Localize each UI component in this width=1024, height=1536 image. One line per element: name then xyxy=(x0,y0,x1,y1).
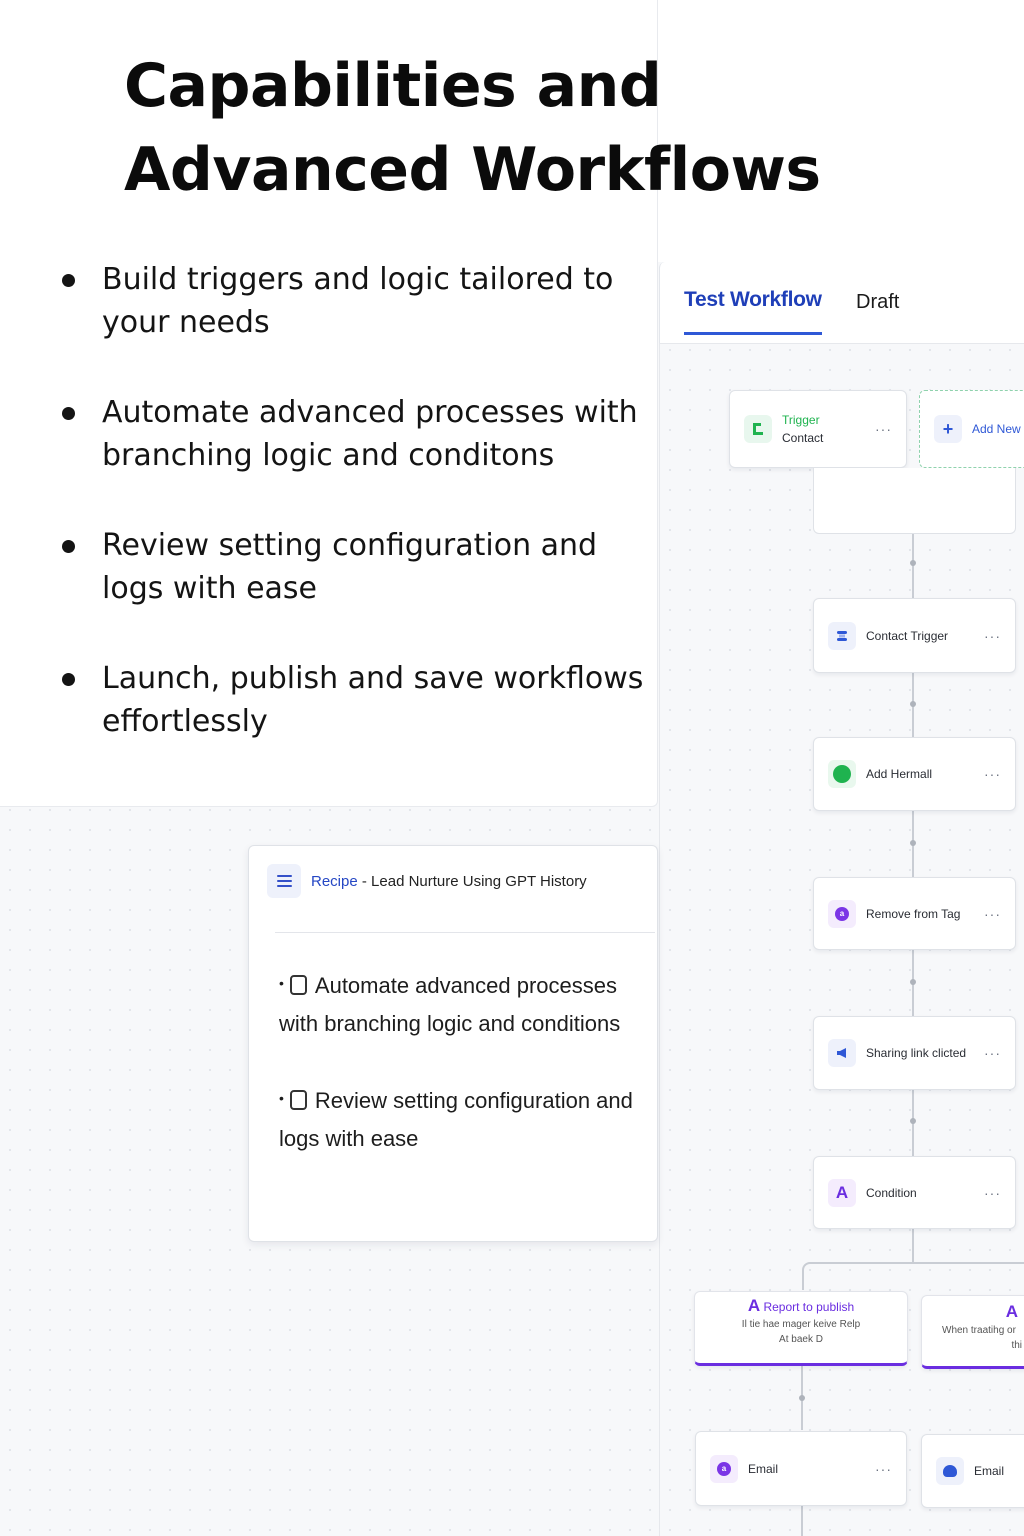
email-icon: a xyxy=(710,1454,738,1483)
condition-icon: A xyxy=(828,1178,856,1207)
more-icon[interactable]: ··· xyxy=(984,905,1001,922)
branch-desc: Il tie hae mager keive Relp xyxy=(741,1319,861,1330)
workflow-canvas[interactable] xyxy=(659,344,1024,1536)
recipe-item: •Automate advanced processes with branch… xyxy=(279,973,621,1036)
node-label: Condition xyxy=(866,1185,917,1200)
node-email-2[interactable]: Email xyxy=(921,1434,1024,1508)
condition-icon: A xyxy=(1005,1302,1018,1321)
page-title: Capabilities and Advanced Workflows xyxy=(124,51,821,205)
recipe-title: Recipe - Lead Nurture Using GPT History xyxy=(311,872,587,890)
bullet-dot xyxy=(62,540,75,553)
bullet-dot xyxy=(62,274,75,287)
megaphone-icon xyxy=(828,1039,856,1067)
plus-icon: + xyxy=(934,415,962,443)
feature-item: Launch, publish and save workflows effor… xyxy=(60,657,650,743)
branch-desc: When traatihg or xyxy=(942,1325,1016,1336)
tab-test-workflow[interactable]: Test Workflow xyxy=(684,288,822,335)
connector-dot xyxy=(910,840,916,846)
trigger-container xyxy=(813,468,1016,534)
connector-dot xyxy=(910,1118,916,1124)
recipe-header: Recipe - Lead Nurture Using GPT History xyxy=(267,864,587,898)
divider xyxy=(275,932,655,933)
recipe-card[interactable]: Recipe - Lead Nurture Using GPT History … xyxy=(248,845,658,1242)
list-icon xyxy=(267,864,301,898)
document-icon xyxy=(289,1090,307,1110)
bullet-dot xyxy=(62,673,75,686)
node-add-hermall[interactable]: Add Hermall ··· xyxy=(813,737,1016,811)
branch-card-when[interactable]: A When traatihg or thi xyxy=(921,1295,1024,1369)
connector xyxy=(801,1506,803,1536)
node-contact-trigger[interactable]: Contact Trigger ··· xyxy=(813,598,1016,673)
recipe-list: •Automate advanced processes with branch… xyxy=(279,964,649,1194)
node-condition[interactable]: A Condition ··· xyxy=(813,1156,1016,1229)
connector-dot xyxy=(910,560,916,566)
add-new-button[interactable]: + Add New xyxy=(919,390,1024,468)
node-label: Add Hermall xyxy=(866,767,933,781)
tab-draft[interactable]: Draft xyxy=(856,291,900,313)
node-label: Remove from Tag xyxy=(866,906,961,921)
trigger-text: Trigger Contact xyxy=(782,413,875,445)
workflow-header: Test Workflow Draft xyxy=(659,262,1024,344)
more-icon[interactable]: ··· xyxy=(984,766,1001,782)
branch-line xyxy=(802,1262,1024,1290)
connector xyxy=(912,1229,914,1263)
connector-dot xyxy=(799,1395,805,1401)
node-label: Email xyxy=(748,1461,779,1476)
connector-dot xyxy=(910,979,916,985)
branch-card-report[interactable]: A Report to publish Il tie hae mager kei… xyxy=(694,1291,908,1366)
node-label: Sharing link clicted xyxy=(866,1046,967,1060)
more-icon[interactable]: ··· xyxy=(984,1045,1001,1061)
add-new-label: Add New xyxy=(972,422,1021,436)
trigger-subtitle: Contact xyxy=(782,431,824,445)
branch-desc: At baek D xyxy=(779,1334,823,1345)
feature-item: Build triggers and logic tailored to you… xyxy=(60,258,650,344)
contact-trigger-icon xyxy=(828,621,856,650)
trigger-node[interactable]: Trigger Contact ··· xyxy=(729,390,907,468)
feature-item: Automate advanced processes with branchi… xyxy=(60,391,650,477)
tag-icon: a xyxy=(828,899,856,928)
more-icon[interactable]: ··· xyxy=(875,421,892,437)
node-remove-from-tag[interactable]: a Remove from Tag ··· xyxy=(813,877,1016,950)
hero-panel xyxy=(0,0,658,807)
condition-icon: A xyxy=(747,1296,761,1315)
recipe-item: •Review setting configuration and logs w… xyxy=(279,1088,633,1151)
branch-title: A xyxy=(922,1302,1024,1322)
trigger-icon xyxy=(744,415,772,443)
connector xyxy=(912,534,914,598)
document-icon xyxy=(289,975,307,995)
node-sharing-link-clicked[interactable]: Sharing link clicted ··· xyxy=(813,1016,1016,1090)
more-icon[interactable]: ··· xyxy=(875,1460,892,1477)
more-icon[interactable]: ··· xyxy=(984,1184,1001,1201)
trigger-title: Trigger xyxy=(782,413,820,427)
node-email[interactable]: a Email ··· xyxy=(695,1431,907,1506)
branch-desc: thi xyxy=(1011,1340,1022,1351)
feature-list: Build triggers and logic tailored to you… xyxy=(60,258,650,790)
feature-item: Review setting configuration and logs wi… xyxy=(60,524,650,610)
branch-title: A Report to publish xyxy=(747,1296,855,1315)
bullet-dot xyxy=(62,407,75,420)
node-label: Email xyxy=(974,1464,1005,1478)
more-icon[interactable]: ··· xyxy=(984,627,1001,644)
green-circle-icon xyxy=(828,760,856,788)
connector-dot xyxy=(910,701,916,707)
email-icon xyxy=(936,1457,964,1485)
node-label: Contact Trigger xyxy=(866,628,949,643)
